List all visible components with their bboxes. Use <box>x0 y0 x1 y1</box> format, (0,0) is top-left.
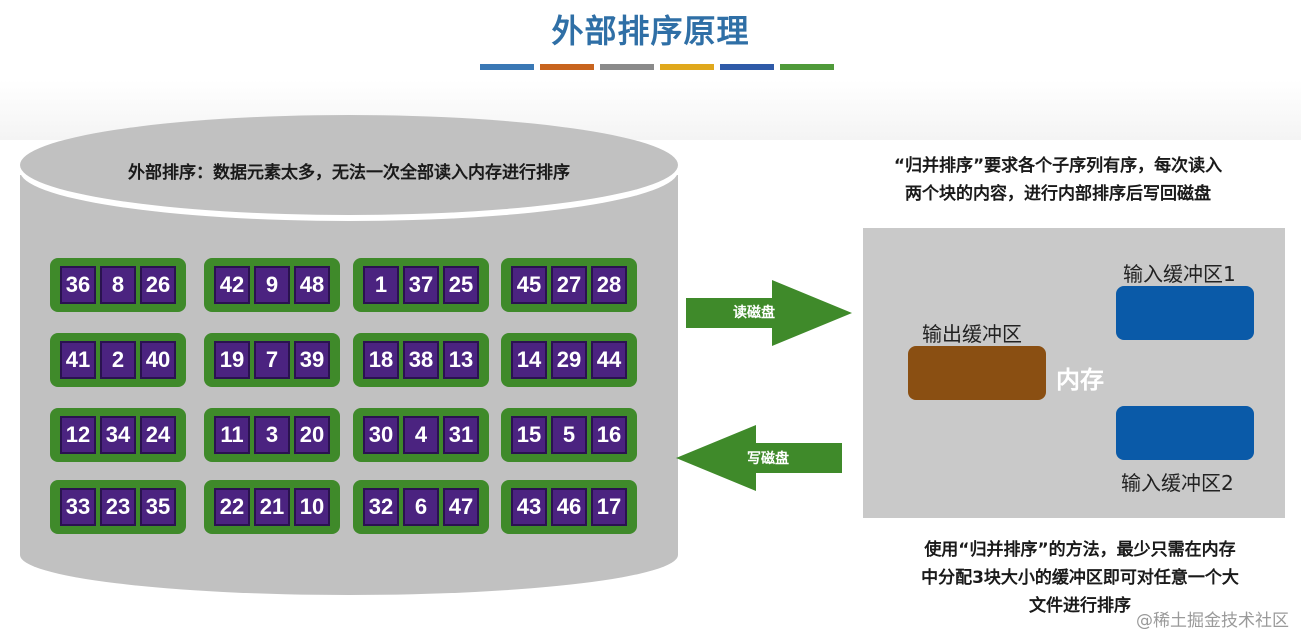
page-title: 外部排序原理 <box>551 12 750 50</box>
title-stripe <box>540 64 594 70</box>
title-underline-stripes <box>480 64 834 70</box>
disk-cylinder-top <box>20 115 678 215</box>
title-stripe <box>660 64 714 70</box>
input-buffer-1 <box>1116 286 1254 340</box>
disk-block-cell: 4 <box>403 416 439 454</box>
disk-block-cell: 17 <box>591 488 627 526</box>
title-stripe <box>480 64 534 70</box>
disk-caption: 外部排序：数据元素太多，无法一次全部读入内存进行排序 <box>128 163 570 183</box>
disk-block-cell: 8 <box>100 266 136 304</box>
disk-block-cell: 1 <box>363 266 399 304</box>
disk-block-cell: 22 <box>214 488 250 526</box>
disk-block-cell: 3 <box>254 416 290 454</box>
disk-block-cell: 30 <box>363 416 399 454</box>
read-disk-arrow <box>686 280 852 346</box>
disk-block-cell: 29 <box>551 341 587 379</box>
disk-block-cell: 34 <box>100 416 136 454</box>
write-disk-arrow <box>676 425 842 491</box>
disk-block-cell: 24 <box>140 416 176 454</box>
bottom-note-line3: 文件进行排序 <box>1029 596 1131 616</box>
title-stripe <box>720 64 774 70</box>
disk-block-cell: 37 <box>403 266 439 304</box>
memory-label: 内存 <box>1056 366 1104 394</box>
title-stripe <box>600 64 654 70</box>
disk-block-cell: 43 <box>511 488 547 526</box>
input-buffer-2-label: 输入缓冲区2 <box>1121 471 1234 495</box>
disk-block-cell: 12 <box>60 416 96 454</box>
bottom-note-line2: 中分配3块大小的缓冲区即可对任意一个大 <box>921 568 1239 588</box>
memory-description-line2: 两个块的内容，进行内部排序后写回磁盘 <box>905 184 1211 204</box>
disk-block-cell: 18 <box>363 341 399 379</box>
output-buffer <box>908 346 1046 400</box>
disk-block-cell: 46 <box>551 488 587 526</box>
disk-block-cell: 33 <box>60 488 96 526</box>
disk-block-cell: 32 <box>363 488 399 526</box>
disk-block-cell: 25 <box>443 266 479 304</box>
bottom-note-line1: 使用“归并排序”的方法，最少只需在内存 <box>924 540 1236 560</box>
disk-block-cell: 7 <box>254 341 290 379</box>
disk-block-cell: 26 <box>140 266 176 304</box>
disk-block-cell: 21 <box>254 488 290 526</box>
memory-description-line1: “归并排序”要求各个子序列有序，每次读入 <box>893 156 1223 176</box>
title-stripe <box>780 64 834 70</box>
disk-block-cell: 13 <box>443 341 479 379</box>
disk-block-cell: 38 <box>403 341 439 379</box>
disk-block-cell: 9 <box>254 266 290 304</box>
disk-block-cell: 42 <box>214 266 250 304</box>
disk-block-cell: 36 <box>60 266 96 304</box>
read-disk-label: 读磁盘 <box>733 305 775 321</box>
disk-block-cell: 2 <box>100 341 136 379</box>
disk-block-cell: 39 <box>294 341 330 379</box>
disk-block-cell: 23 <box>100 488 136 526</box>
disk-block-cell: 44 <box>591 341 627 379</box>
disk-block-cell: 28 <box>591 266 627 304</box>
disk-block-cell: 48 <box>294 266 330 304</box>
disk-block-cell: 35 <box>140 488 176 526</box>
disk-block-cell: 15 <box>511 416 547 454</box>
disk-block-cell: 16 <box>591 416 627 454</box>
disk-block-cell: 20 <box>294 416 330 454</box>
disk-block-cell: 45 <box>511 266 547 304</box>
disk-block-cell: 10 <box>294 488 330 526</box>
disk-block-cell: 5 <box>551 416 587 454</box>
disk-block-cell: 47 <box>443 488 479 526</box>
write-disk-label: 写磁盘 <box>747 451 789 467</box>
watermark: @稀土掘金技术社区 <box>1136 611 1289 631</box>
disk-block-cell: 6 <box>403 488 439 526</box>
disk-block-cell: 41 <box>60 341 96 379</box>
input-buffer-2 <box>1116 406 1254 460</box>
disk-block-cell: 11 <box>214 416 250 454</box>
output-buffer-label: 输出缓冲区 <box>922 322 1022 346</box>
disk-block-cell: 19 <box>214 341 250 379</box>
disk-block-cell: 27 <box>551 266 587 304</box>
disk-block-cell: 31 <box>443 416 479 454</box>
disk-block-cell: 40 <box>140 341 176 379</box>
memory-description: “归并排序”要求各个子序列有序，每次读入 两个块的内容，进行内部排序后写回磁盘 <box>848 152 1268 208</box>
input-buffer-1-label: 输入缓冲区1 <box>1123 262 1236 286</box>
disk-block-cell: 14 <box>511 341 547 379</box>
bottom-note: 使用“归并排序”的方法，最少只需在内存 中分配3块大小的缓冲区即可对任意一个大 … <box>860 536 1300 620</box>
